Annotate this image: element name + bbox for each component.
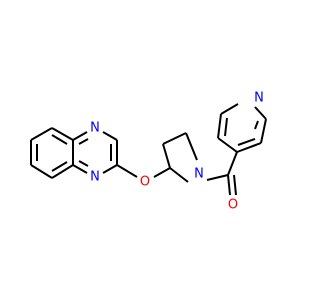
pyrazine-ring [72, 131, 118, 174]
pyridine-ring [217, 103, 267, 153]
benzo-ring [30, 127, 74, 179]
nitrogen-atom-pyrrolidine: N [194, 167, 204, 182]
pyrrolidine-ring [162, 132, 198, 183]
nitrogen-atom-quinoxaline-top: N [90, 121, 100, 136]
nitrogen-atom-quinoxaline-bottom: N [90, 170, 100, 185]
amide-linkage [206, 151, 238, 196]
ether-linkage [116, 164, 171, 178]
molecule-structure: N N O N O N [30, 91, 267, 213]
oxygen-atom-ether: O [140, 175, 150, 190]
oxygen-atom-carbonyl: O [228, 198, 238, 213]
nitrogen-atom-pyridine: N [254, 91, 264, 106]
